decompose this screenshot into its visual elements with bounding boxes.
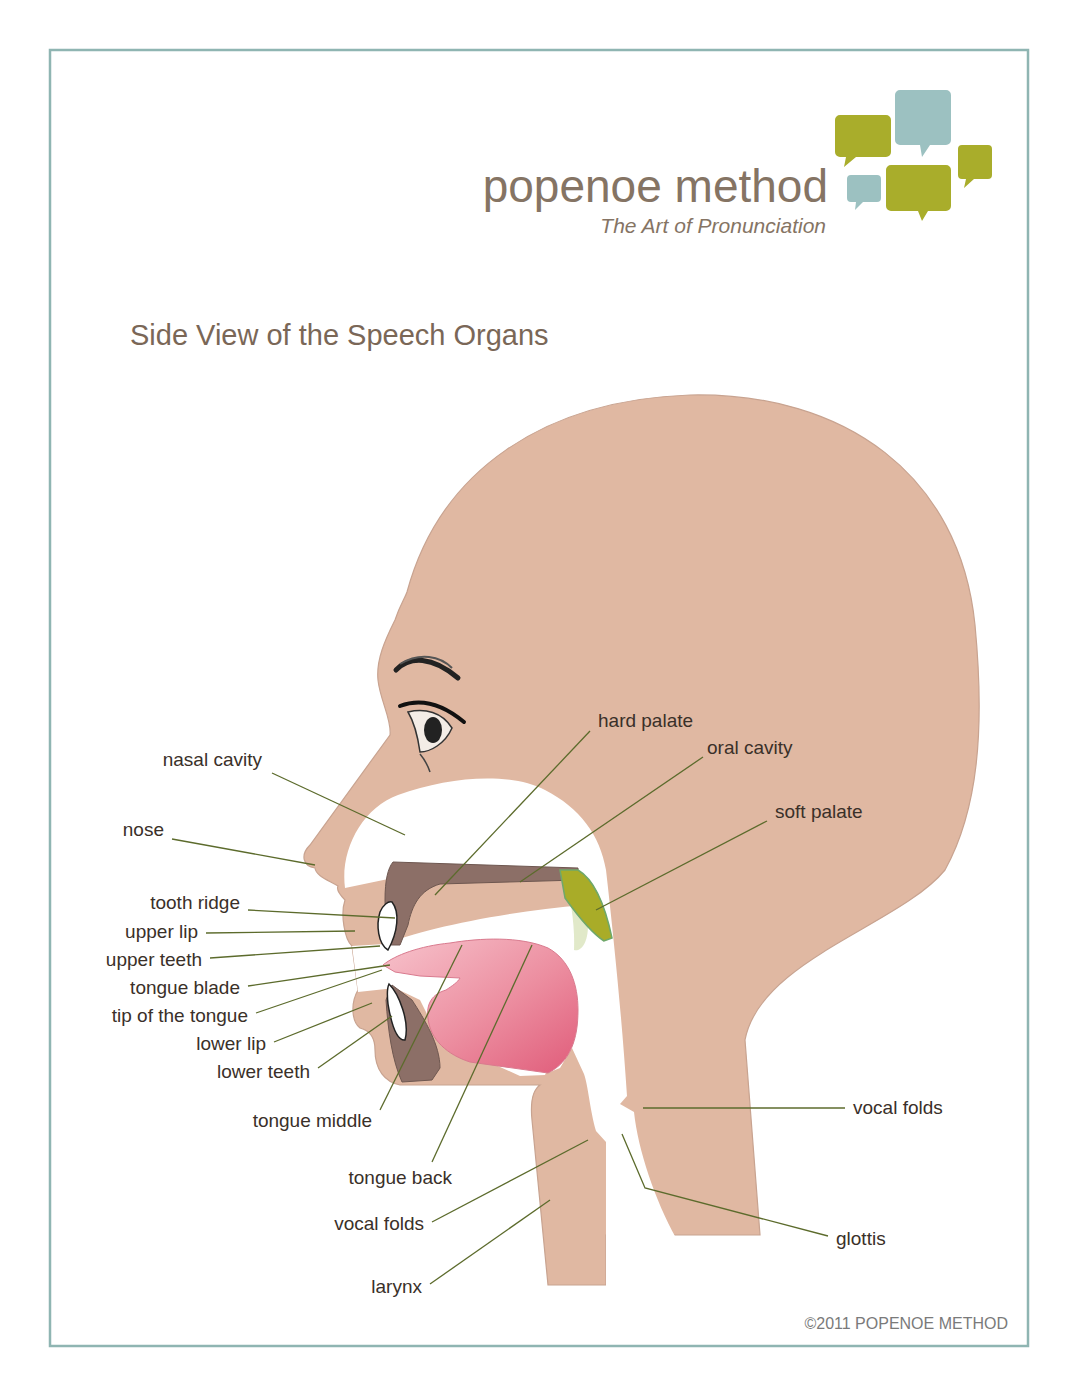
part-label: vocal folds [853,1097,943,1119]
part-label: tongue blade [130,977,240,999]
copyright-note: ©2011 POPENOE METHOD [804,1315,1008,1333]
diagram-title: Side View of the Speech Organs [130,319,549,352]
leader-lines [172,731,845,1284]
logo-tagline: The Art of Pronunciation [600,214,826,238]
upper-tooth [378,902,397,950]
part-label: oral cavity [707,737,793,759]
part-label: nasal cavity [163,749,262,771]
part-label: tongue middle [253,1110,372,1132]
part-label: upper teeth [106,949,202,971]
part-label: lower teeth [217,1061,310,1083]
part-label: tooth ridge [150,892,240,914]
hard-palate [385,862,578,945]
part-label: tip of the tongue [112,1005,248,1027]
part-label: lower lip [196,1033,266,1055]
page-frame [50,50,1028,1346]
part-label: upper lip [125,921,198,943]
part-label: soft palate [775,801,863,823]
lower-tooth [387,984,406,1040]
lower-jaw [386,985,440,1082]
logo-name: popenoe method [483,160,828,213]
part-label: tongue back [348,1167,452,1189]
part-label: vocal folds [334,1213,424,1235]
head [304,395,979,1300]
part-label: nose [123,819,164,841]
part-label: hard palate [598,710,693,732]
part-label: glottis [836,1228,886,1250]
logo-bubbles [835,90,992,221]
part-label: larynx [371,1276,422,1298]
eye [396,657,464,772]
